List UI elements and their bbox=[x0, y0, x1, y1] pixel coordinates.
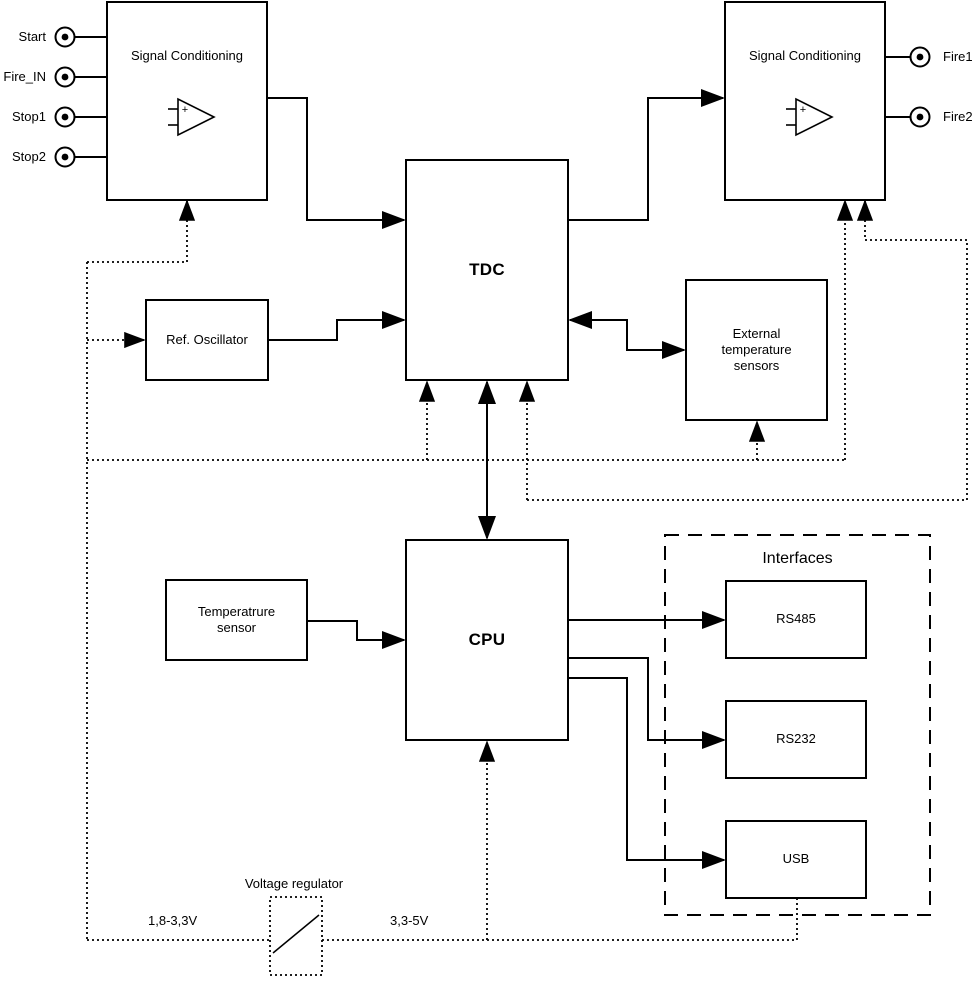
start-connector-icon bbox=[54, 26, 76, 48]
start-label: Start bbox=[18, 29, 46, 44]
rs485-label: RS485 bbox=[776, 611, 816, 627]
signal-conditioning-right-box bbox=[724, 1, 886, 201]
opamp-left-plus-sign: + bbox=[182, 104, 188, 116]
fire-in-label: Fire_IN bbox=[3, 69, 46, 84]
opamp-right-plus-sign: + bbox=[800, 104, 806, 116]
temperature-sensor-label: Temperatrure sensor bbox=[197, 603, 276, 635]
power-to-signal-conditioning-right-2 bbox=[527, 199, 968, 501]
signal-conditioning-left-box bbox=[106, 1, 268, 201]
interfaces-group-title: Interfaces bbox=[762, 550, 833, 567]
cpu-box bbox=[405, 539, 569, 741]
opamp-left-icon: + bbox=[168, 97, 216, 137]
sc-left-to-tdc-wire bbox=[267, 97, 406, 229]
power-net-dotted-lines bbox=[86, 199, 968, 941]
fire2-label: Fire2 bbox=[943, 109, 973, 124]
rs232-label: RS232 bbox=[776, 731, 816, 747]
opamp-right-icon: + bbox=[786, 97, 834, 137]
external-temp-sensors-box bbox=[685, 279, 828, 421]
stop2-label: Stop2 bbox=[12, 149, 46, 164]
block-boxes bbox=[106, 1, 931, 916]
tdc-box bbox=[405, 159, 569, 381]
signal-conditioning-left-title: Signal Conditioning bbox=[130, 48, 244, 63]
usb-label: USB bbox=[782, 851, 810, 867]
ref-oscillator-box bbox=[145, 299, 269, 381]
tdc-ext-temp-wire bbox=[568, 311, 686, 359]
temp-sensor-to-cpu-wire bbox=[307, 620, 406, 649]
power-rail-low-label: 1,8-3,3V bbox=[148, 913, 198, 928]
tdc-to-sc-right-wire bbox=[568, 89, 725, 221]
fire2-connector-icon bbox=[909, 106, 931, 128]
signal-connections bbox=[75, 36, 910, 869]
ref-osc-to-tdc-wire bbox=[268, 311, 406, 341]
tdc-label: TDC bbox=[469, 260, 505, 280]
external-temp-sensors-label: External temperature sensors bbox=[721, 325, 792, 374]
power-rail-high-label: 3,3-5V bbox=[390, 913, 429, 928]
voltage-regulator-diagonal bbox=[272, 914, 320, 954]
rs232-box bbox=[725, 700, 867, 779]
stop1-connector-icon bbox=[54, 106, 76, 128]
cpu-label: CPU bbox=[468, 630, 506, 650]
fire1-label: Fire1 bbox=[943, 49, 973, 64]
voltage-regulator-box bbox=[269, 896, 323, 976]
cpu-to-rs232-wire bbox=[568, 657, 726, 749]
voltage-regulator-icon bbox=[269, 896, 323, 976]
rs485-box bbox=[725, 580, 867, 659]
cpu-to-usb-wire bbox=[568, 677, 726, 869]
ref-oscillator-label: Ref. Oscillator bbox=[166, 331, 248, 347]
signal-conditioning-right-title: Signal Conditioning bbox=[748, 48, 862, 63]
stop2-connector-icon bbox=[54, 146, 76, 168]
fire-in-connector-icon bbox=[54, 66, 76, 88]
fire1-connector-icon bbox=[909, 46, 931, 68]
voltage-regulator-label: Voltage regulator bbox=[244, 876, 344, 891]
connector-terminals bbox=[54, 26, 931, 168]
usb-box bbox=[725, 820, 867, 899]
stop1-label: Stop1 bbox=[12, 109, 46, 124]
power-to-signal-conditioning-left bbox=[87, 199, 196, 263]
